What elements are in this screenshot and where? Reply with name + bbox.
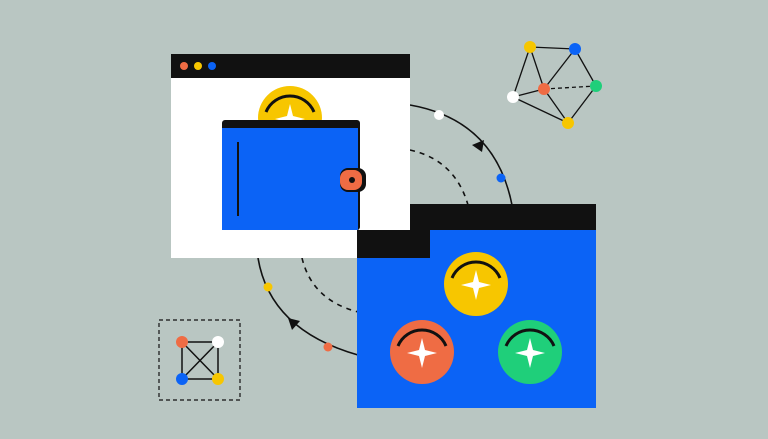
orbit-dot-yellow [263, 282, 273, 292]
window-dot-blue [208, 62, 216, 70]
upper-dashed-arc [409, 149, 469, 206]
browser-window [171, 54, 410, 258]
lower-orbit-arc [257, 257, 359, 356]
coin-icon [498, 320, 562, 384]
lower-dashed-arc [301, 257, 359, 313]
window-dot-orange [180, 62, 188, 70]
coin-icon [390, 320, 454, 384]
upper-orbit-arc [409, 104, 513, 206]
wallet-icon [222, 120, 366, 230]
orbit-dot-white [434, 110, 444, 120]
network-graph-icon [507, 41, 602, 129]
orbit-dot-blue [496, 173, 506, 183]
arrow-icon [288, 318, 300, 330]
coin-icon [444, 252, 508, 316]
orbit-arcs [257, 104, 513, 356]
node-grid-icon [158, 319, 241, 401]
window-dot-yellow [194, 62, 202, 70]
window-titlebar [171, 54, 410, 78]
arrow-icon [472, 140, 484, 152]
orbit-dot-orange [323, 342, 333, 352]
